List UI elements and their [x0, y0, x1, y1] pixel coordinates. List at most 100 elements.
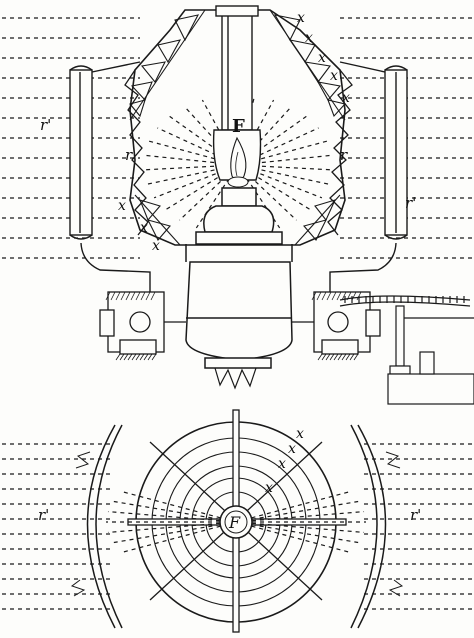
plan-view: F r' r' x x x x [2, 409, 472, 633]
hatch-line [336, 291, 342, 301]
radial-ray [157, 127, 239, 166]
prism-label-l1: x [118, 198, 126, 214]
outer-reflector-label-left: r' [40, 116, 51, 134]
serrated-edge-right [327, 69, 353, 236]
prism-ring-upper-right [269, 9, 347, 121]
hatch-line [341, 291, 347, 301]
ring-label-4: x [265, 480, 273, 496]
hatch-line [341, 353, 347, 361]
prism-label-l3: x [152, 238, 160, 254]
hatch-line [331, 291, 337, 301]
hatch-line [345, 353, 351, 361]
prism-label-l2: x [140, 220, 148, 236]
hatch-line [147, 353, 153, 361]
inner-reflector-label-right: r [340, 146, 348, 164]
horizontal-rays-left [2, 17, 140, 259]
serrated-edge-left [124, 69, 149, 236]
hatch-line [120, 291, 126, 301]
lamp-chimney [212, 5, 262, 181]
plan-radial [235, 510, 365, 523]
radial-ray [169, 115, 239, 166]
burner-flame-bottom [214, 367, 257, 390]
radial-ray [237, 115, 307, 166]
plan-reflector-left [70, 424, 123, 629]
drive-gear-rack [339, 295, 474, 405]
focus-label: F [232, 116, 245, 137]
ring-label-2: x [288, 441, 296, 457]
prism-ring-lower-left [134, 194, 181, 246]
prism-label-r4: x [330, 68, 338, 84]
hatch-line [131, 353, 137, 361]
hatch-line [325, 353, 331, 361]
hatch-line [115, 291, 121, 301]
hatch-line [151, 353, 157, 361]
hatch-line [321, 291, 327, 301]
hatch-line [130, 291, 136, 301]
plan-radial [107, 521, 237, 534]
bearing-left [99, 291, 186, 355]
radial-ray [164, 164, 239, 211]
hatch-line [135, 353, 141, 361]
hatch-line [143, 353, 149, 361]
radial-ray [237, 164, 297, 221]
lens-frame-outline [129, 9, 346, 246]
plan-radial-rays [106, 491, 366, 553]
plan-focus [219, 505, 253, 539]
radial-ray [237, 127, 319, 166]
prism-ring-lower-right [294, 194, 341, 246]
prism-label-r1: x [297, 10, 305, 26]
plan-radial [235, 521, 349, 553]
hatch-line [105, 291, 111, 301]
hatch-line [316, 291, 322, 301]
bearing-right [292, 291, 381, 355]
ring-label-1: x [296, 426, 304, 442]
plan-radial [123, 521, 237, 553]
inner-reflector-label-left: r [125, 146, 133, 164]
hatch-line [123, 353, 129, 361]
plan-radial [235, 521, 365, 534]
radial-ray [179, 164, 239, 221]
outer-reflector-right [329, 61, 408, 300]
hatch-line [311, 291, 317, 301]
prism-ring-upper-left [129, 9, 206, 121]
plan-reflector-right [350, 424, 404, 629]
flame-icon [227, 136, 249, 188]
hatch-line [353, 353, 359, 361]
plan-reflector-label-right: r' [410, 506, 421, 524]
outer-reflector-left [69, 61, 151, 300]
hatch-line [333, 353, 339, 361]
hatch-line [150, 291, 156, 301]
plan-radial [107, 510, 237, 523]
plan-radial [123, 491, 237, 523]
hatch-line [349, 353, 355, 361]
hatch-line [139, 353, 145, 361]
hatch-line [115, 353, 121, 361]
prism-label-r3: x [318, 50, 326, 66]
prism-label-r2: x [305, 30, 313, 46]
elevation-view: F r' r' r r x x x x x x x x [2, 5, 474, 405]
plan-radial [235, 491, 349, 523]
hatch-line [317, 353, 323, 361]
hatch-line [321, 353, 327, 361]
prism-label-r5: x [342, 90, 350, 106]
radial-ray [184, 106, 239, 166]
plan-reflector-label-left: r' [38, 506, 49, 524]
radial-ray [153, 164, 239, 199]
radial-ray [237, 164, 312, 211]
hatched-supports [105, 291, 362, 361]
outer-reflector-label-right: r' [405, 194, 416, 212]
hatch-line [125, 291, 131, 301]
lamp-body [185, 187, 293, 369]
radial-ray [237, 106, 292, 166]
hatch-line [326, 291, 332, 301]
hatch-line [127, 353, 133, 361]
hatch-line [135, 291, 141, 301]
radial-ray [237, 164, 323, 199]
hatch-line [329, 353, 335, 361]
hatch-line [337, 353, 343, 361]
hatch-line [351, 291, 357, 301]
ring-label-3: x [278, 456, 286, 472]
hatch-line [145, 291, 151, 301]
